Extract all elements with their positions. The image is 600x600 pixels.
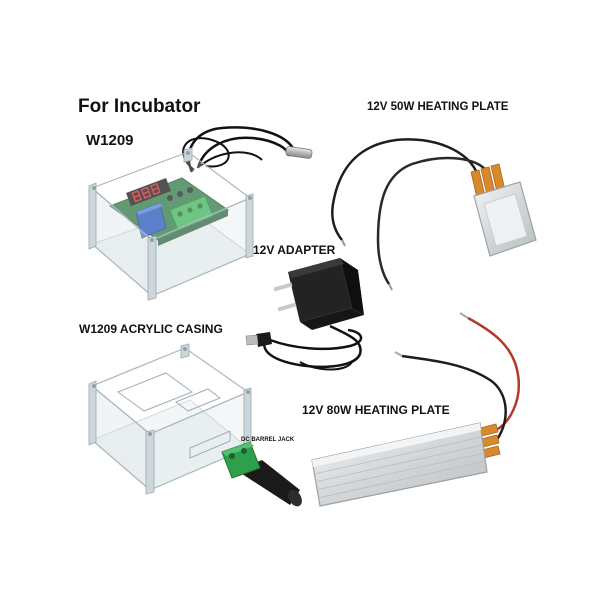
button [187, 187, 193, 193]
red-wire [467, 316, 521, 434]
black-wire [331, 138, 480, 241]
display-window [116, 372, 194, 412]
w1209-module-assembled [88, 126, 313, 301]
label-heating-plate-50w: 12V 50W HEATING PLATE [367, 101, 509, 113]
button [167, 195, 173, 201]
button [177, 191, 183, 197]
w1209-acrylic-casing [88, 343, 252, 495]
label-heating-plate-80w: 12V 80W HEATING PLATE [302, 403, 450, 417]
page-title: For Incubator [78, 96, 201, 117]
heating-plate-50w [331, 138, 537, 291]
led-display [126, 178, 171, 206]
heating-plate-80w [311, 312, 521, 507]
dc-barrel-jack [221, 441, 302, 507]
terminal-window [174, 388, 222, 412]
label-acrylic-casing: W1209 ACRYLIC CASING [79, 322, 223, 336]
dc-plug [245, 332, 272, 347]
label-barrel-jack: DC BARREL JACK [241, 437, 295, 443]
probe-tip [285, 146, 313, 159]
label-w1209: W1209 [86, 132, 134, 149]
plug-prongs [273, 282, 297, 312]
adapter-cable [263, 324, 362, 369]
terminal-block [169, 195, 214, 231]
power-adapter [245, 258, 364, 371]
plate-terminals [479, 423, 501, 459]
black-wire [376, 156, 491, 285]
label-adapter: 12V ADAPTER [253, 243, 336, 257]
black-wire [401, 354, 507, 445]
